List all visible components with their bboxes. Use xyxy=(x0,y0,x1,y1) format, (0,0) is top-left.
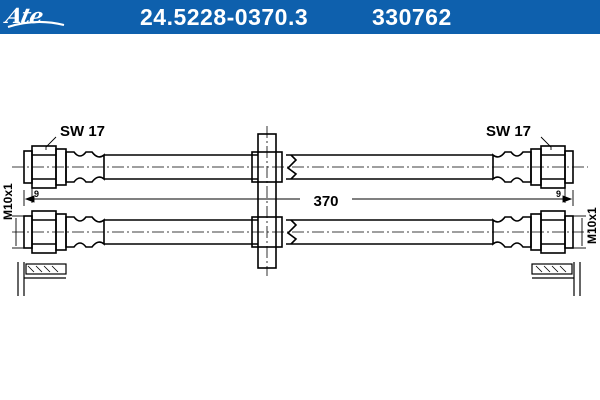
part-number: 24.5228-0370.3 xyxy=(140,4,309,30)
break-symbol-bottom xyxy=(286,219,298,245)
header-bar: Ate 24.5228-0370.3 330762 xyxy=(0,0,600,34)
thread-length-label-right: 9 xyxy=(556,189,561,199)
brake-hose-drawing: SW 17 SW 17 370 9 9 M10x1 M10x1 xyxy=(1,123,599,296)
thread-spec-label-left: M10x1 xyxy=(1,183,15,220)
section-view-left xyxy=(17,262,67,296)
dimension-length xyxy=(23,188,574,206)
centerlines xyxy=(12,126,588,276)
ate-logo: Ate xyxy=(4,3,66,30)
wrench-size-label-right: SW 17 xyxy=(486,123,531,140)
section-view-right xyxy=(531,262,581,296)
reference-number: 330762 xyxy=(372,4,452,30)
logo-swoosh-icon xyxy=(7,21,65,28)
wrench-size-label-left: SW 17 xyxy=(60,123,105,140)
wrench-size-leaders xyxy=(45,136,552,150)
break-symbol xyxy=(286,154,298,180)
thread-length-label-left: 9 xyxy=(34,189,39,199)
fitting-left-crimp xyxy=(65,151,105,183)
dimension-thread xyxy=(12,215,586,249)
thread-spec-label-right: M10x1 xyxy=(585,207,599,244)
overall-length-label: 370 xyxy=(313,193,338,210)
